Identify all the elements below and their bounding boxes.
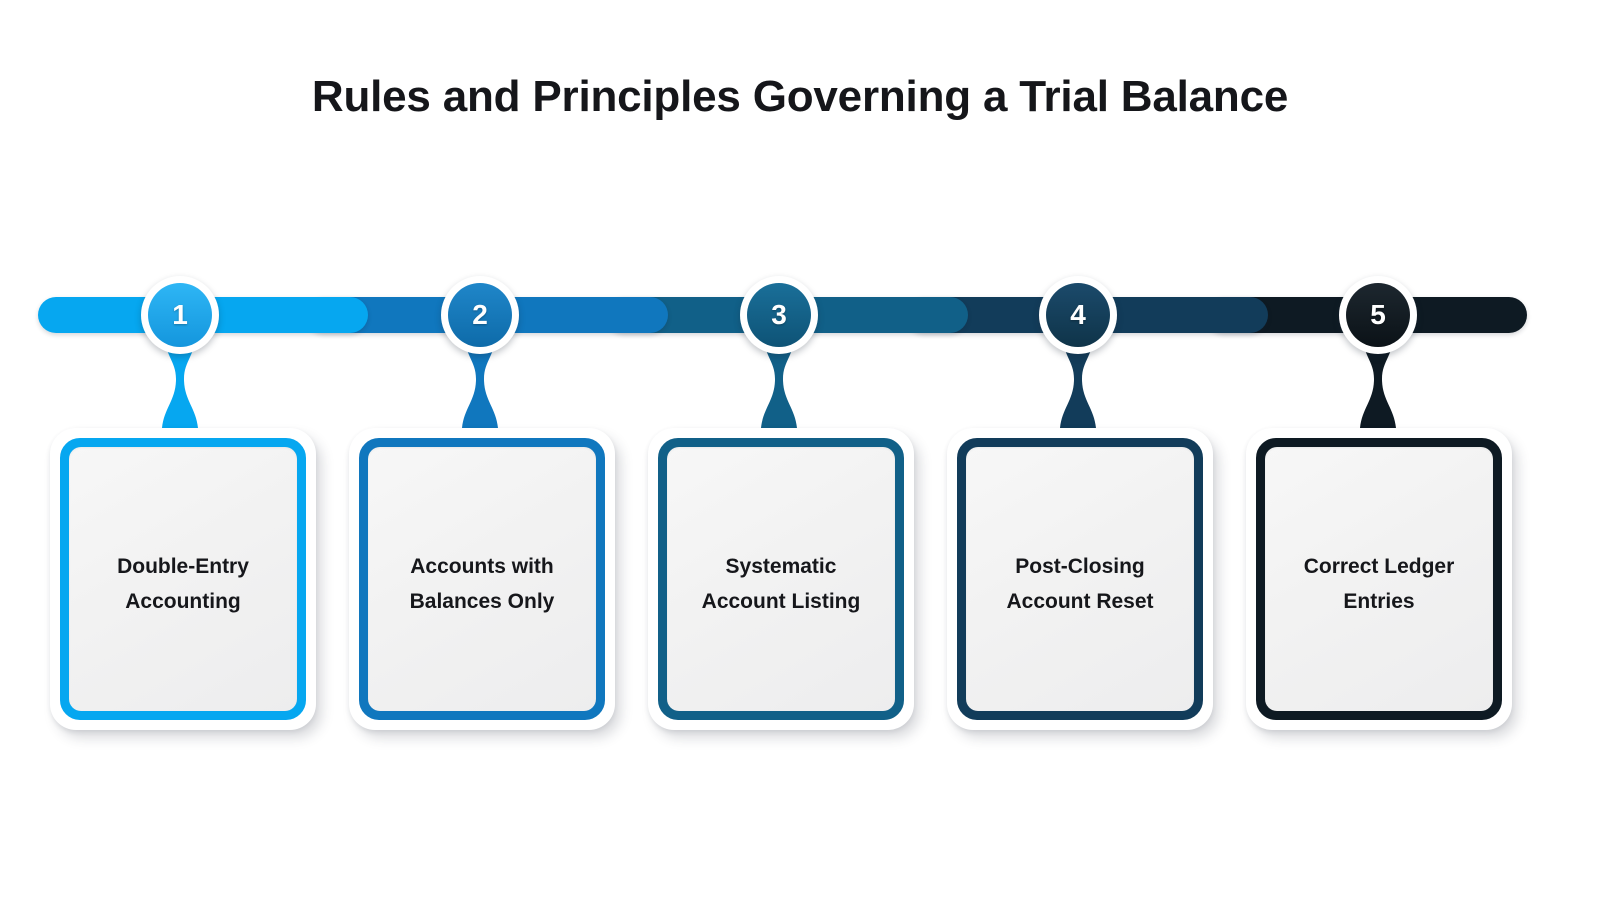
timeline-node-2-number: 2 xyxy=(472,299,488,330)
step-card-5-label: Correct Ledger Entries xyxy=(1303,555,1455,613)
timeline-node-3[interactable]: 3 xyxy=(740,276,818,354)
timeline-node-1-number: 1 xyxy=(172,299,188,330)
step-card-4-border: Post-Closing Account Reset xyxy=(957,438,1203,720)
step-card-4[interactable]: Post-Closing Account Reset xyxy=(947,428,1213,730)
step-card-3-face: Systematic Account Listing xyxy=(667,447,895,711)
timeline-node-5-circle: 5 xyxy=(1346,283,1410,347)
page-title: Rules and Principles Governing a Trial B… xyxy=(311,72,1289,121)
timeline-node-4-number: 4 xyxy=(1070,299,1086,330)
timeline-node-5[interactable]: 5 xyxy=(1339,276,1417,354)
step-card-2-border: Accounts with Balances Only xyxy=(359,438,605,720)
step-card-1-border: Double-Entry Accounting xyxy=(60,438,306,720)
step-card-2[interactable]: Accounts with Balances Only xyxy=(349,428,615,730)
timeline-node-1[interactable]: 1 xyxy=(141,276,219,354)
step-card-1-face: Double-Entry Accounting xyxy=(69,447,297,711)
step-card-1[interactable]: Double-Entry Accounting xyxy=(50,428,316,730)
connector-stem-5 xyxy=(1350,330,1406,428)
step-card-3-border: Systematic Account Listing xyxy=(658,438,904,720)
connector-stem-4 xyxy=(1050,330,1106,428)
step-card-2-face: Accounts with Balances Only xyxy=(368,447,596,711)
step-card-4-label: Post-Closing Account Reset xyxy=(1006,555,1154,613)
timeline-node-1-circle: 1 xyxy=(148,283,212,347)
step-card-3-label: Systematic Account Listing xyxy=(701,555,861,613)
connector-stem-3 xyxy=(751,330,807,428)
timeline-node-4[interactable]: 4 xyxy=(1039,276,1117,354)
timeline-node-4-circle: 4 xyxy=(1046,283,1110,347)
timeline-node-2[interactable]: 2 xyxy=(441,276,519,354)
step-card-5-border: Correct Ledger Entries xyxy=(1256,438,1502,720)
step-card-5[interactable]: Correct Ledger Entries xyxy=(1246,428,1512,730)
timeline-node-3-circle: 3 xyxy=(747,283,811,347)
step-card-2-label: Accounts with Balances Only xyxy=(409,555,555,613)
connector-stem-1 xyxy=(152,330,208,428)
timeline-node-5-number: 5 xyxy=(1370,299,1386,330)
timeline-node-3-number: 3 xyxy=(771,299,787,330)
step-card-5-face: Correct Ledger Entries xyxy=(1265,447,1493,711)
step-card-1-label: Double-Entry Accounting xyxy=(117,555,249,613)
timeline-node-2-circle: 2 xyxy=(448,283,512,347)
step-card-3[interactable]: Systematic Account Listing xyxy=(648,428,914,730)
connector-stem-2 xyxy=(452,330,508,428)
step-card-4-face: Post-Closing Account Reset xyxy=(966,447,1194,711)
